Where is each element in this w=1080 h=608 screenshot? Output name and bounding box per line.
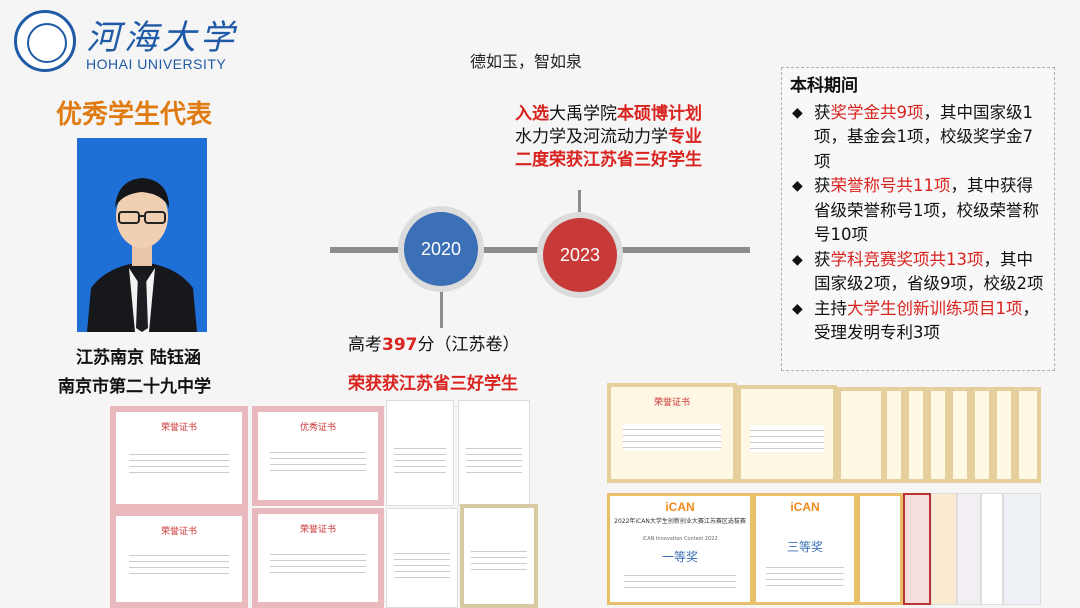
- award-2020: 荣获获江苏省三好学生: [348, 374, 518, 394]
- summary-item: ◆主持大学生创新训练项目1项，受理发明专利3项: [792, 298, 1039, 343]
- certificate-image: [903, 493, 931, 605]
- certificate-image: [971, 387, 993, 483]
- certificate-image: [737, 385, 837, 483]
- certificate-image: [458, 400, 530, 506]
- achievements-2023: 入选大禹学院本硕博计划 水力学及河流动力学专业 二度荣获江苏省三好学生: [470, 103, 702, 172]
- year-2020-circle: 2020: [404, 212, 478, 286]
- timeline-connector-2023: [578, 190, 581, 218]
- diamond-bullet-icon: ◆: [792, 251, 803, 268]
- summary-title: 本科期间: [790, 76, 858, 96]
- diamond-bullet-icon: ◆: [792, 104, 803, 121]
- gaokao-score: 高考397分（江苏卷）: [348, 335, 520, 355]
- section-title: 优秀学生代表: [56, 100, 213, 130]
- certificate-image: 荣誉证书: [110, 510, 248, 608]
- certificate-image: [386, 400, 454, 506]
- certificate-image: [981, 493, 1003, 605]
- logo-english-name: HOHAI UNIVERSITY: [86, 56, 227, 72]
- certificate-image: [993, 387, 1015, 483]
- logo-chinese-name: 河海大学: [86, 18, 238, 58]
- certificate-image: 荣誉证书: [252, 508, 384, 608]
- summary-item: ◆获奖学金共9项，其中国家级1项，基金会1项，校级奖学金7项: [792, 102, 1033, 171]
- timeline-connector-2020: [440, 286, 443, 328]
- certificates-right-collage: 荣誉证书 iCAN 2022年iCAN大学生创新创业大赛江苏赛区选拔赛 iCAN…: [607, 383, 1042, 608]
- certificate-image: [957, 493, 981, 605]
- summary-item: ◆获学科竞赛奖项共13项，其中国家级2项，省级9项，校级2项: [792, 249, 1044, 294]
- certificate-image: [927, 387, 949, 483]
- student-hometown-name: 江苏南京 陆钰涵: [76, 348, 201, 368]
- certificate-image: [905, 387, 927, 483]
- certificate-image: [949, 387, 971, 483]
- diamond-bullet-icon: ◆: [792, 178, 803, 194]
- student-photo: [77, 138, 207, 332]
- ican-certificate-first-prize: iCAN 2022年iCAN大学生创新创业大赛江苏赛区选拔赛 iCAN Inno…: [607, 493, 753, 605]
- ican-certificate-third-prize: iCAN 三等奖: [753, 493, 857, 605]
- summary-item: ◆获荣誉称号共11项，其中获得省级荣誉称号1项，校级荣誉称号10项: [792, 176, 1039, 244]
- certificate-image: [1003, 493, 1041, 605]
- certificate-image: [837, 387, 885, 483]
- certificate-image: 荣誉证书: [110, 406, 248, 510]
- line-2023-2: 水力学及河流动力学专业: [515, 127, 702, 147]
- year-2023-circle: 2023: [543, 218, 617, 292]
- certificate-image: [386, 508, 458, 608]
- student-school: 南京市第二十九中学: [58, 377, 211, 397]
- line-2023-1: 入选大禹学院本硕博计划: [515, 104, 702, 124]
- certificate-image: 荣誉证书: [607, 383, 737, 483]
- certificate-image: [460, 504, 538, 608]
- certificates-left-collage: 荣誉证书 优秀证书 荣誉证书 荣誉证书: [110, 398, 555, 608]
- diamond-bullet-icon: ◆: [792, 300, 803, 317]
- certificate-image: [1015, 387, 1041, 483]
- timeline-line: [330, 247, 750, 253]
- line-2023-3: 二度荣获江苏省三好学生: [515, 150, 702, 170]
- certificate-image: [883, 387, 905, 483]
- certificate-image: [931, 493, 957, 605]
- undergrad-summary-box: 本科期间 ◆获奖学金共9项，其中国家级1项，基金会1项，校级奖学金7项 ◆获荣誉…: [781, 67, 1055, 371]
- certificate-image: 优秀证书: [252, 406, 384, 506]
- motto: 德如玉，智如泉: [470, 52, 583, 71]
- certificate-image: [857, 493, 903, 605]
- university-seal-icon: [14, 10, 76, 72]
